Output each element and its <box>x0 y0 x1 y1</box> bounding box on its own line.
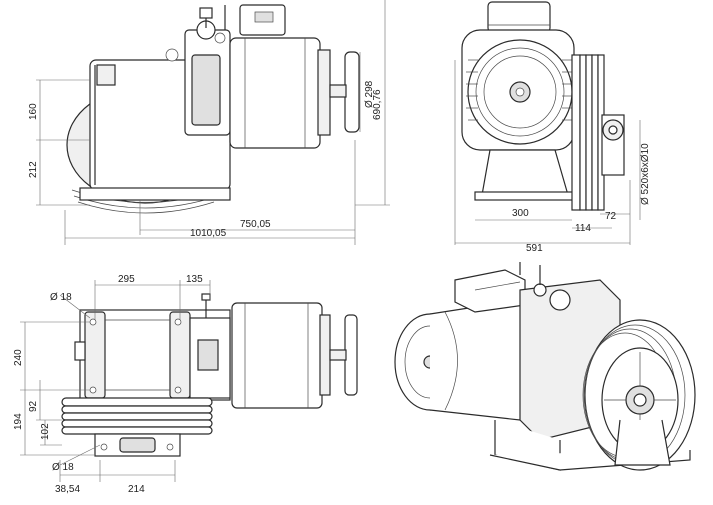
front-motor <box>229 37 321 149</box>
side-pedestal <box>481 149 569 196</box>
dim-214: 214 <box>128 484 145 495</box>
dim-160: 160 <box>28 103 39 120</box>
dim-591: 591 <box>526 243 543 254</box>
dim-hole-18-bottom: Ø 18 <box>52 462 74 473</box>
dim-114: 114 <box>575 223 591 234</box>
dim-750-05: 750,05 <box>240 219 271 230</box>
front-handwheel <box>344 51 360 133</box>
front-view <box>36 0 390 245</box>
dim-135: 135 <box>186 274 203 285</box>
dim-72: 72 <box>605 211 617 222</box>
top-view <box>20 280 358 482</box>
dim-194: 194 <box>13 413 24 430</box>
side-sheave <box>571 54 605 211</box>
dim-295: 295 <box>118 274 135 285</box>
side-view <box>454 1 641 245</box>
dim-212: 212 <box>28 161 39 178</box>
top-handwheel <box>344 314 358 396</box>
dim-92: 92 <box>28 400 39 412</box>
side-terminal-box <box>487 1 551 33</box>
dim-102: 102 <box>40 423 51 440</box>
iso-terminal-box <box>454 269 526 313</box>
front-base <box>79 187 231 201</box>
dim-38-54: 38,54 <box>55 484 80 495</box>
side-base <box>474 191 576 201</box>
dim-240: 240 <box>13 349 24 366</box>
top-sheave <box>61 397 213 435</box>
dim-diam-298: Ø 298 <box>364 80 375 108</box>
isometric-view <box>394 262 696 471</box>
dim-690-76: 690,76 <box>372 89 383 120</box>
front-top-block <box>96 64 116 86</box>
dim-hole-18-top: Ø 18 <box>50 292 72 303</box>
iso-bearing-support <box>614 419 671 466</box>
dim-300: 300 <box>512 208 529 219</box>
dim-sheave-diam: Ø 520x6xØ10 <box>640 143 651 205</box>
top-motor <box>231 302 323 409</box>
dim-1010-05: 1010,05 <box>190 228 227 239</box>
